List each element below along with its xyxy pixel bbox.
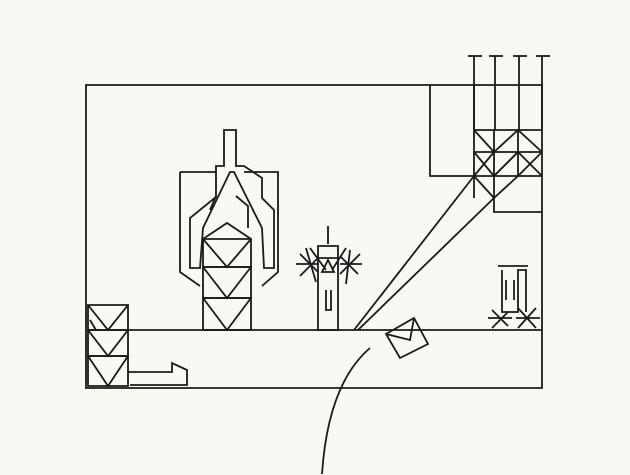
- left-block-stack: [88, 305, 128, 386]
- right-burst: [340, 250, 362, 284]
- antenna-lines: [468, 56, 550, 130]
- light-beam: [354, 176, 542, 330]
- upper-right-box: [430, 85, 542, 198]
- u-figure: [498, 266, 528, 312]
- tower-figure: [180, 130, 278, 330]
- left-burst: [296, 248, 318, 282]
- floor-l-object: [128, 363, 187, 385]
- envelope: [386, 318, 428, 358]
- small-figure: [310, 226, 346, 330]
- u-figure-burst: [488, 308, 540, 328]
- curved-path: [322, 348, 370, 474]
